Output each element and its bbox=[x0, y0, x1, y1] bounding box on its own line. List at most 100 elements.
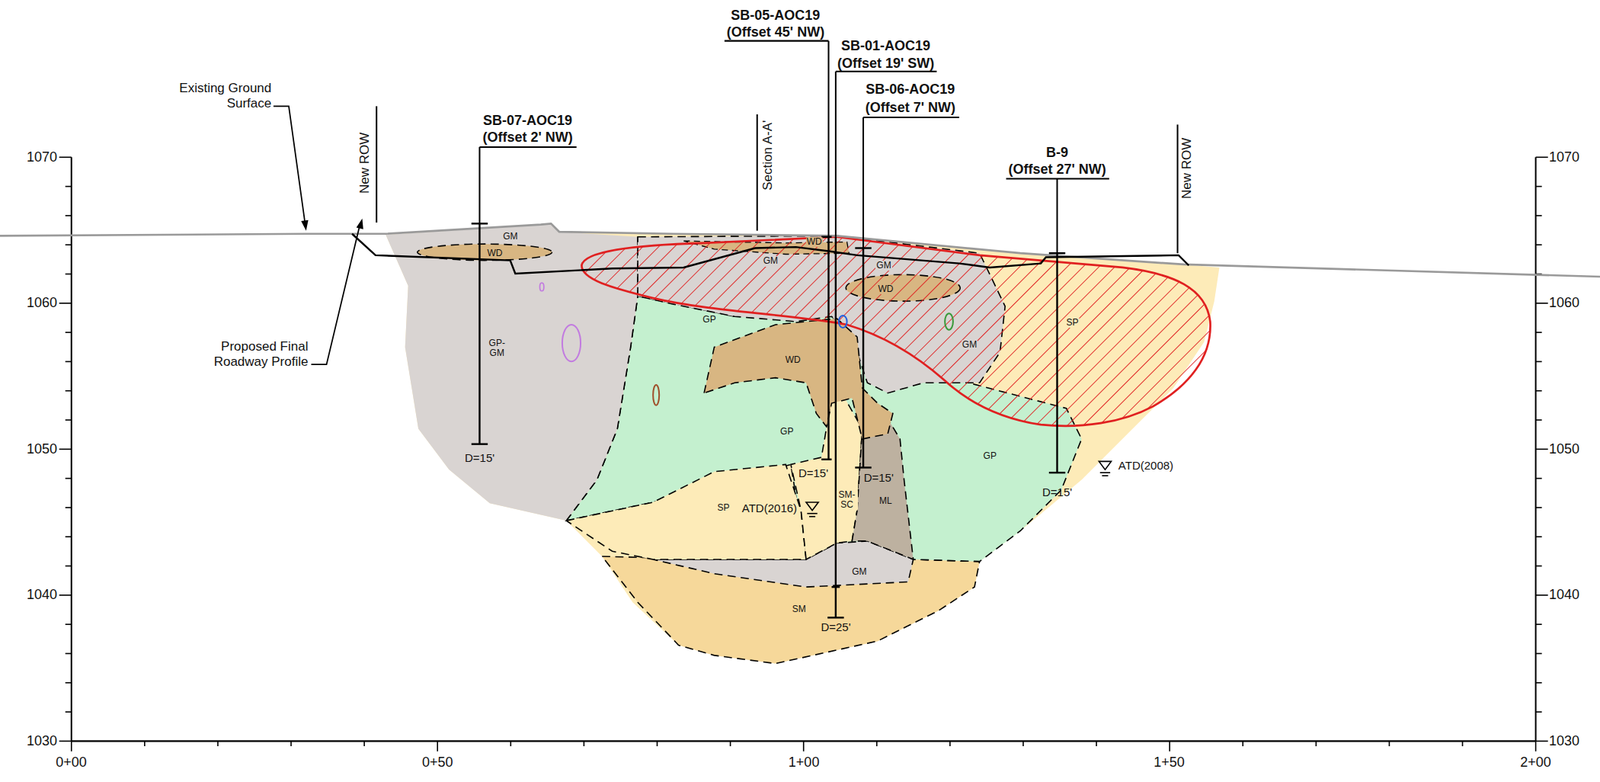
axis-tick bbox=[65, 565, 72, 567]
section-label: Section A-A' bbox=[761, 119, 777, 190]
soil-unit: WD bbox=[806, 236, 823, 247]
boring-offset: (Offset 19' SW) bbox=[837, 55, 935, 72]
boring-depth: D=15' bbox=[464, 451, 495, 464]
axis-tick bbox=[1536, 419, 1543, 421]
soil-label: GM bbox=[962, 339, 977, 350]
axis-tick bbox=[65, 681, 72, 684]
soil-unit: SP bbox=[716, 502, 731, 513]
water-level-label: ATD(2008) bbox=[1118, 458, 1174, 472]
soil-label: GM bbox=[763, 255, 778, 266]
soil-label: WD bbox=[878, 283, 894, 295]
soil-unit: SM- SC bbox=[836, 489, 858, 510]
soil-label: WD bbox=[487, 247, 503, 259]
boring-offset: (Offset 27' NW) bbox=[1008, 161, 1107, 178]
axis-tick bbox=[1536, 477, 1543, 480]
row-marker bbox=[1177, 124, 1179, 253]
elevation-label: 1060 bbox=[26, 294, 58, 311]
soil-unit: SM bbox=[791, 604, 807, 615]
row-label: New ROW bbox=[1179, 137, 1195, 199]
ml-stratum bbox=[851, 418, 913, 560]
axis-tick bbox=[1168, 740, 1171, 751]
soil-label: GM bbox=[876, 259, 891, 271]
boring-offset: (Offset 45' NW) bbox=[726, 24, 825, 41]
elevation-label: 1040 bbox=[26, 586, 58, 603]
axis-tick bbox=[59, 594, 72, 596]
axis-tick bbox=[65, 214, 72, 217]
axis-tick bbox=[65, 535, 72, 538]
axis-tick bbox=[65, 477, 72, 480]
elevation-label: 1070 bbox=[1548, 149, 1580, 166]
axis-tick bbox=[1536, 185, 1543, 188]
axis-tick bbox=[803, 740, 805, 751]
axis-tick bbox=[65, 652, 72, 655]
soil-label: SP bbox=[717, 502, 730, 513]
axis-tick bbox=[65, 273, 72, 276]
soil-label: GP- GM bbox=[489, 337, 506, 359]
axis-tick bbox=[65, 623, 72, 625]
station-label: 1+50 bbox=[1153, 754, 1185, 771]
axis-tick bbox=[1536, 390, 1543, 392]
sample-marker bbox=[562, 324, 581, 362]
soil-unit: GM bbox=[851, 566, 868, 577]
axis-tick bbox=[1536, 594, 1549, 596]
soil-label: GP bbox=[983, 450, 997, 461]
elevation-label: 1050 bbox=[1548, 441, 1580, 458]
soil-label: ML bbox=[879, 495, 893, 506]
sample-marker bbox=[539, 282, 544, 292]
soil-unit: GM bbox=[961, 339, 978, 350]
soil-label: WD bbox=[806, 236, 823, 247]
axis-tick bbox=[59, 156, 72, 159]
boring-id: SB-07-AOC19 bbox=[483, 112, 573, 129]
soil-label: SM- SC bbox=[838, 489, 856, 510]
axis-tick bbox=[59, 740, 72, 743]
axis-tick bbox=[1536, 535, 1543, 538]
axis-tick bbox=[65, 361, 72, 363]
axis-tick bbox=[65, 243, 72, 246]
water-level-symbol bbox=[806, 460, 1111, 516]
soil-unit: ML bbox=[878, 496, 893, 506]
soil-unit: GP bbox=[982, 451, 998, 461]
axis-tick bbox=[59, 302, 72, 304]
leader-arrowhead bbox=[356, 218, 364, 230]
station-label: 0+00 bbox=[55, 754, 87, 771]
proposed-roadway-line bbox=[352, 233, 1189, 274]
axis-tick bbox=[1536, 331, 1543, 333]
row-label: New ROW bbox=[358, 132, 374, 194]
axis-tick bbox=[1536, 243, 1543, 246]
soil-unit: SP bbox=[1065, 317, 1080, 328]
axis-tick bbox=[65, 185, 72, 188]
leader-arrowhead bbox=[300, 220, 308, 231]
leader-line bbox=[273, 105, 306, 224]
elevation-label: 1030 bbox=[26, 732, 58, 749]
boring-leaders bbox=[479, 41, 1109, 254]
boring-depth: D=15' bbox=[798, 466, 829, 480]
soil-unit: GP bbox=[701, 314, 717, 325]
boring-depth: D=15' bbox=[864, 470, 894, 484]
sample-marker bbox=[652, 384, 660, 406]
soil-label: GM bbox=[502, 230, 518, 242]
axis-tick bbox=[65, 331, 72, 333]
sp-stratum bbox=[385, 223, 1220, 663]
axis-tick bbox=[59, 448, 72, 451]
sp-lower-stratum bbox=[566, 464, 807, 560]
soil-unit: GM bbox=[502, 231, 519, 242]
soil-unit: GP- GM bbox=[486, 338, 508, 359]
station-label: 0+50 bbox=[422, 754, 454, 771]
axis-tick bbox=[1536, 302, 1549, 304]
soil-unit: GM bbox=[875, 260, 892, 271]
soil-label: GP bbox=[780, 425, 794, 437]
existing-ground-line bbox=[0, 223, 1600, 277]
boring-depth: D=25' bbox=[820, 620, 851, 634]
axis-tick bbox=[70, 740, 73, 751]
elevation-label: 1030 bbox=[1548, 732, 1580, 749]
axis-tick bbox=[1536, 623, 1543, 625]
soil-label: WD bbox=[785, 354, 801, 365]
soil-label: SP bbox=[1066, 316, 1079, 328]
axis-tick bbox=[1536, 565, 1543, 567]
axis-tick bbox=[65, 419, 72, 421]
elevation-label: 1070 bbox=[26, 149, 58, 166]
boring-id: SB-05-AOC19 bbox=[730, 7, 820, 24]
axis-tick bbox=[1536, 361, 1543, 363]
